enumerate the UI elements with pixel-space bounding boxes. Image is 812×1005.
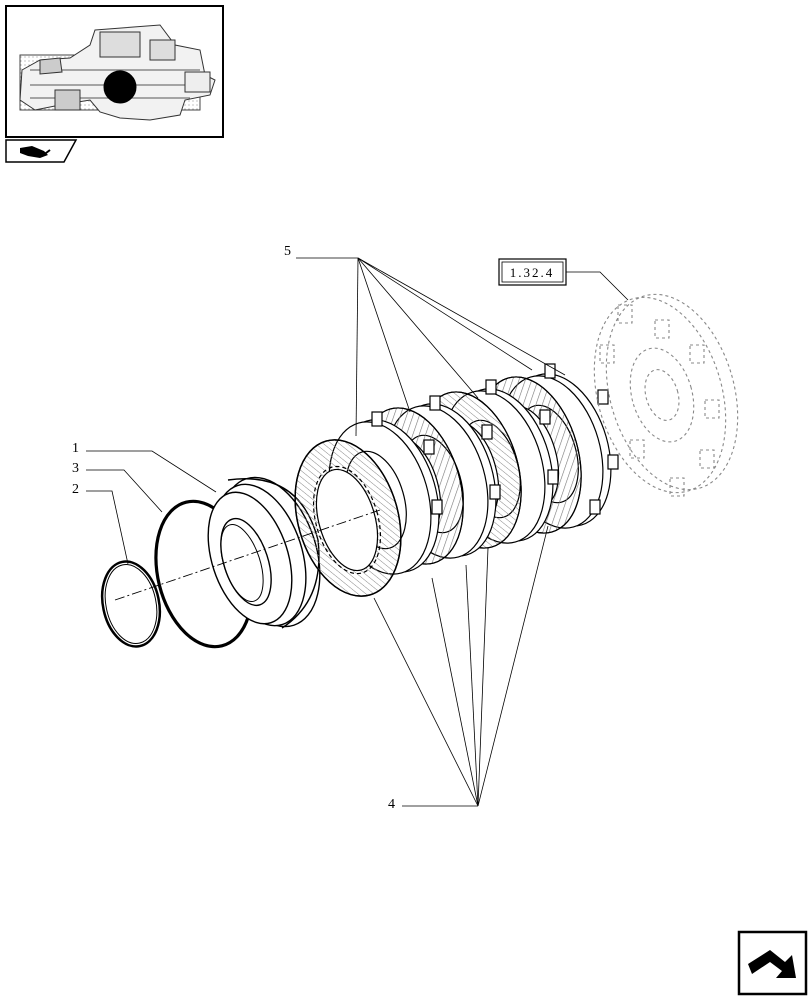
next-page-arrow-icon[interactable]: [737, 930, 808, 996]
tractor-transmission-thumbnail-icon: [19, 24, 216, 121]
friction-disc-4a[interactable]: [278, 427, 418, 608]
callout-label-1: 1: [72, 441, 79, 456]
location-thumbnail[interactable]: [5, 5, 224, 138]
clutch-disc-stack: [278, 363, 619, 608]
o-ring-2[interactable]: [95, 556, 168, 652]
reference-box[interactable]: 1.32.4: [498, 258, 567, 286]
callout-label-3: 3: [72, 461, 79, 476]
tractor-tab-icon[interactable]: [5, 139, 78, 163]
leader-lines: [86, 257, 629, 807]
clutch-drum-reference[interactable]: [573, 279, 759, 508]
reference-label: 1.32.4: [510, 265, 555, 280]
centre-axis: [114, 509, 381, 601]
callout-label-2: 2: [72, 482, 79, 497]
piston-1[interactable]: [193, 465, 338, 640]
callout-label-4: 4: [388, 797, 395, 812]
callout-label-5: 5: [284, 244, 291, 259]
